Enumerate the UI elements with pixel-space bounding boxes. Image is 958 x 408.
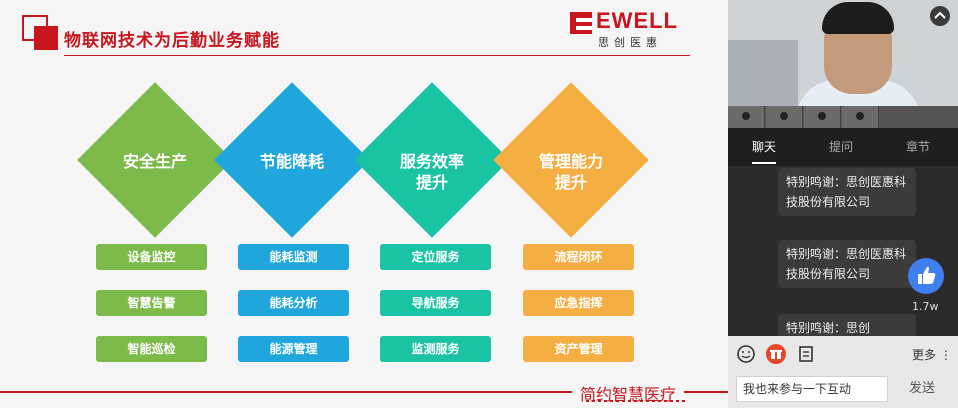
- chip-2-1: 能耗监测: [238, 244, 349, 270]
- chat-input[interactable]: 我也来参与一下互动: [736, 376, 888, 402]
- title-decor-fill: [34, 26, 58, 50]
- gift-icon[interactable]: [766, 344, 786, 364]
- slide-title: 物联网技术为后勤业务赋能: [64, 31, 280, 51]
- more-icon: ⋮: [939, 348, 952, 362]
- title-rule: [64, 55, 690, 56]
- chip-3-2: 导航服务: [380, 290, 491, 316]
- chevron-up-icon[interactable]: [930, 6, 950, 26]
- participant-thumbnails: [728, 106, 958, 128]
- presenter-video[interactable]: [728, 0, 958, 106]
- presentation-slide: 物联网技术为后勤业务赋能 EWELL 思创医惠 安全生产 节能降耗 服务效率 提…: [0, 0, 728, 408]
- pillar-title-4: 管理能力 提升: [538, 152, 603, 192]
- chip-3-1: 定位服务: [380, 244, 491, 270]
- tab-chat[interactable]: 聊天: [752, 140, 777, 154]
- chat-message: 特别鸣谢：思创医惠科技股份有限公司: [778, 240, 916, 288]
- presenter-hair: [822, 2, 894, 34]
- chip-1-2: 智慧告警: [96, 290, 207, 316]
- participant-thumb[interactable]: [766, 106, 803, 128]
- chat-message: 特别鸣谢：思创: [778, 314, 916, 336]
- chip-4-2: 应急指挥: [523, 290, 634, 316]
- pillar-title-1: 安全生产: [122, 152, 187, 171]
- tab-questions[interactable]: 提问: [829, 140, 854, 154]
- footer-brand-underline: [586, 400, 686, 402]
- chat-toolbar: 更多 ⋮: [728, 336, 958, 372]
- chip-2-3: 能源管理: [238, 336, 349, 362]
- participant-thumb[interactable]: [842, 106, 879, 128]
- send-button[interactable]: 发送: [908, 381, 935, 396]
- chat-message-list[interactable]: 特别鸣谢：思创医惠科技股份有限公司 特别鸣谢：思创医惠科技股份有限公司 特别鸣谢…: [728, 166, 958, 336]
- chat-input-bar: 我也来参与一下互动 发送: [728, 372, 958, 408]
- chip-1-3: 智能巡检: [96, 336, 207, 362]
- video-background-shelf: [728, 40, 798, 106]
- pillar-title-3: 服务效率 提升: [399, 152, 464, 192]
- active-tab-indicator: [752, 162, 776, 164]
- panel-tabs: 聊天 提问 章节: [728, 128, 958, 166]
- live-chat-panel: 聊天 提问 章节 特别鸣谢：思创医惠科技股份有限公司 特别鸣谢：思创医惠科技股份…: [728, 0, 958, 408]
- chip-1-1: 设备监控: [96, 244, 207, 270]
- footer-rule: [0, 391, 728, 393]
- participant-thumb[interactable]: [804, 106, 841, 128]
- more-label: 更多: [912, 348, 937, 362]
- participant-thumb[interactable]: [728, 106, 765, 128]
- emoji-icon[interactable]: [736, 344, 756, 364]
- logo-text: EWELL: [596, 8, 678, 33]
- thumbs-up-icon[interactable]: [908, 258, 944, 294]
- logo-subtitle: 思创医惠: [598, 36, 662, 49]
- like-count: 1.7w: [912, 300, 939, 313]
- chip-4-3: 资产管理: [523, 336, 634, 362]
- chip-3-3: 监测服务: [380, 336, 491, 362]
- more-button[interactable]: 更多 ⋮: [912, 346, 952, 363]
- chip-2-2: 能耗分析: [238, 290, 349, 316]
- logo-mark-icon: [570, 12, 592, 34]
- chat-message: 特别鸣谢：思创医惠科技股份有限公司: [778, 168, 916, 216]
- chip-4-1: 流程闭环: [523, 244, 634, 270]
- tab-chapters[interactable]: 章节: [906, 140, 931, 154]
- company-logo: EWELL 思创医惠: [568, 8, 694, 50]
- pillar-title-2: 节能降耗: [259, 152, 324, 171]
- notes-icon[interactable]: [796, 344, 816, 364]
